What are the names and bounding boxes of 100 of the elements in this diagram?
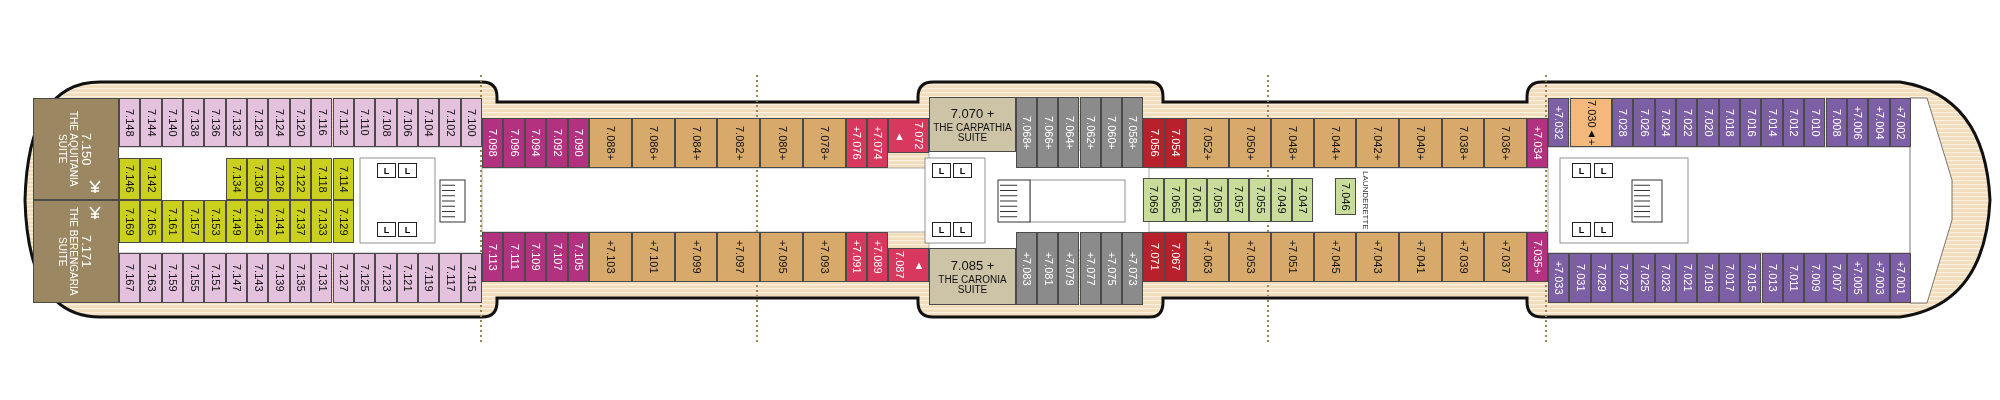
cabin-room	[183, 253, 205, 303]
room-text: +	[1552, 261, 1565, 268]
room-text: 7.147	[230, 264, 243, 292]
room-text: +	[1894, 105, 1906, 112]
room-text: 7.065	[1169, 186, 1181, 214]
cabin-room	[1527, 232, 1548, 282]
cabin-room	[1868, 253, 1890, 303]
room-text: 7.135	[294, 264, 307, 292]
cabin-room	[247, 200, 269, 243]
cabin-room	[140, 253, 162, 303]
room-note: 7.006	[1851, 111, 1864, 140]
cabin-room	[417, 253, 440, 303]
cabin-room	[1079, 97, 1101, 168]
room-text: +	[1414, 240, 1427, 247]
cabin-room	[589, 232, 632, 282]
room-note: +	[775, 153, 788, 160]
room-text: 7.125	[358, 264, 371, 292]
cabin-room	[353, 253, 376, 303]
cabin-room	[1441, 118, 1485, 168]
cabin-room	[1782, 253, 1805, 303]
room-text: 7.139	[273, 264, 285, 292]
cabin-room	[1016, 97, 1038, 168]
room-text: 7.132	[230, 108, 243, 137]
room-note: +	[1041, 143, 1054, 150]
room-text: 7.036	[1499, 126, 1512, 154]
room-text: 7.007	[1830, 264, 1842, 292]
room-text: 7.038	[1457, 126, 1469, 154]
cabin-room	[268, 158, 290, 200]
cabin-room	[524, 232, 547, 282]
cabin-room	[1527, 118, 1548, 168]
room-text: +	[850, 240, 863, 247]
room-text: 7.148	[123, 108, 136, 137]
cabin-room	[1697, 98, 1719, 147]
cabin-room	[1804, 98, 1826, 147]
room-note: 7.077	[1084, 257, 1096, 286]
cabin-room	[503, 232, 525, 282]
room-text: 7.167	[123, 264, 136, 292]
room-note: +	[1329, 153, 1341, 160]
room-text: 7.060	[1105, 115, 1118, 144]
room-text: 7.026	[1638, 108, 1650, 137]
room-note: 7.081	[1041, 257, 1054, 286]
room-text: 7.010	[1809, 108, 1821, 137]
room-note: +	[1126, 143, 1139, 150]
room-text: 7.049	[1275, 186, 1287, 214]
room-text: 7.122	[294, 165, 307, 193]
room-note: 7.001	[1894, 267, 1907, 295]
room-text: 7.066	[1041, 115, 1054, 144]
room-text: 7.134	[230, 165, 243, 193]
cabin-room	[1185, 178, 1207, 222]
lift-sign: L	[1572, 163, 1591, 178]
cabin-room	[439, 253, 461, 303]
cabin-room	[161, 200, 184, 243]
cabin-room	[289, 98, 312, 147]
cabin-room	[589, 118, 632, 168]
room-note: 7.079	[1063, 257, 1075, 286]
room-text: 7.096	[508, 129, 520, 157]
cabin-room	[846, 232, 867, 282]
room-text: 7.146	[123, 165, 136, 193]
cabin-room	[1761, 253, 1783, 303]
cabin-room	[289, 253, 312, 303]
cabin-room	[631, 232, 675, 282]
room-text: 7.092	[551, 129, 563, 157]
cabin-room	[311, 98, 333, 147]
room-text: 7.056	[1148, 129, 1160, 157]
room-note: 7.053	[1244, 246, 1256, 274]
room-text: 7.144	[145, 108, 157, 137]
lift-sign: L	[1594, 222, 1613, 237]
room-note: THE CARPATHIA SUITE	[932, 122, 1013, 144]
room-text: +	[818, 240, 831, 247]
room-text: 7.048	[1286, 126, 1299, 154]
cabin-room	[1590, 253, 1613, 303]
cabin-room	[204, 200, 226, 243]
room-text: 7.102	[444, 108, 456, 137]
room-note: 7.002	[1894, 111, 1906, 140]
room-text: 7.129	[337, 207, 349, 236]
cabin-room	[1164, 232, 1186, 282]
suite-room	[929, 97, 1016, 152]
cabin-room	[1484, 118, 1527, 168]
room-text: +	[690, 240, 702, 247]
room-text: +	[604, 240, 617, 247]
room-text: 7.018	[1723, 108, 1736, 137]
cabin-room	[1016, 232, 1038, 305]
lift-sign: L	[377, 163, 396, 178]
cabin-room	[1164, 118, 1186, 168]
cabin-room	[1100, 232, 1122, 305]
cabin-room	[204, 98, 226, 147]
cabin-room	[268, 98, 290, 147]
room-note: 7.103	[604, 246, 617, 274]
room-text: 7.140	[166, 108, 179, 137]
cabin-room	[1782, 98, 1805, 147]
cabin-room	[546, 118, 568, 168]
room-text: 7.009	[1809, 264, 1821, 292]
room-text: ▲	[912, 259, 925, 271]
cabin-room	[1271, 118, 1314, 168]
room-note: 7.089	[871, 246, 884, 274]
cabin-room	[888, 248, 929, 282]
cabin-room	[1633, 98, 1655, 147]
room-text: 7.142	[145, 165, 157, 193]
room-text: 7.126	[273, 165, 285, 193]
cabin-room	[1548, 98, 1570, 147]
